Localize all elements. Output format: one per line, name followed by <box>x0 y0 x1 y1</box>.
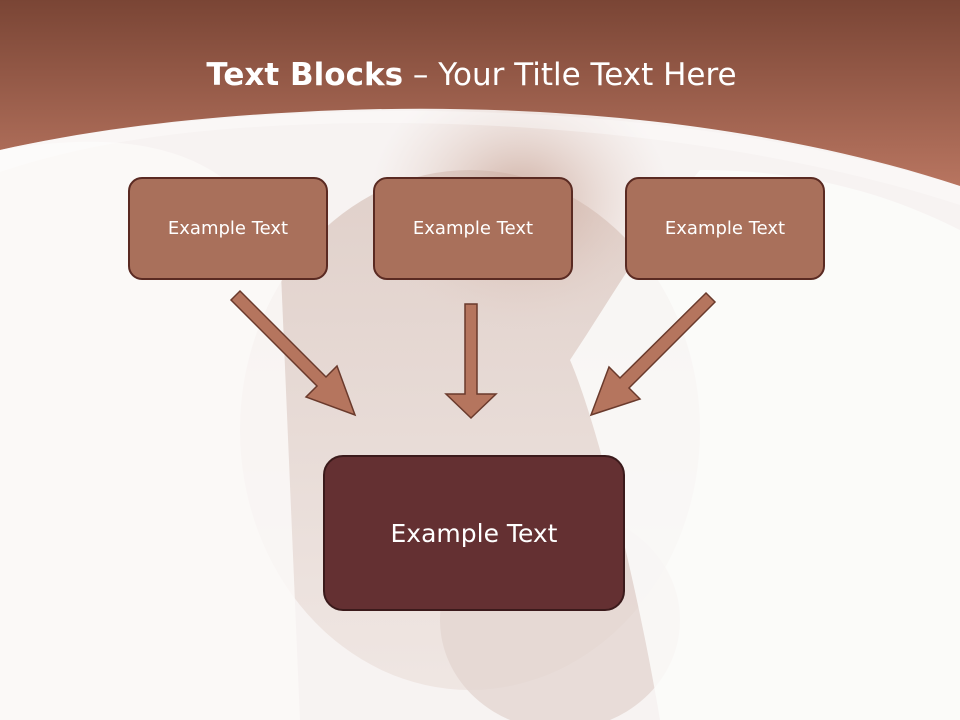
photo-pillow-left <box>0 141 300 720</box>
photo-pillow-right <box>570 170 960 720</box>
header-band <box>0 0 960 186</box>
arrow-left-diagonal <box>229 289 357 417</box>
arrow-center-vertical <box>444 303 498 420</box>
text-block-left: Example Text <box>128 177 328 280</box>
text-block-center: Example Text <box>373 177 573 280</box>
text-block-bottom: Example Text <box>323 455 625 611</box>
title-bold-text: Text Blocks <box>206 57 404 93</box>
text-block-right: Example Text <box>625 177 825 280</box>
arrow-right-diagonal <box>589 291 717 417</box>
header-highlight <box>0 110 960 205</box>
slide-title: Text Blocks – Your Title Text Here <box>0 52 943 98</box>
title-rest-text: – Your Title Text Here <box>403 57 737 93</box>
